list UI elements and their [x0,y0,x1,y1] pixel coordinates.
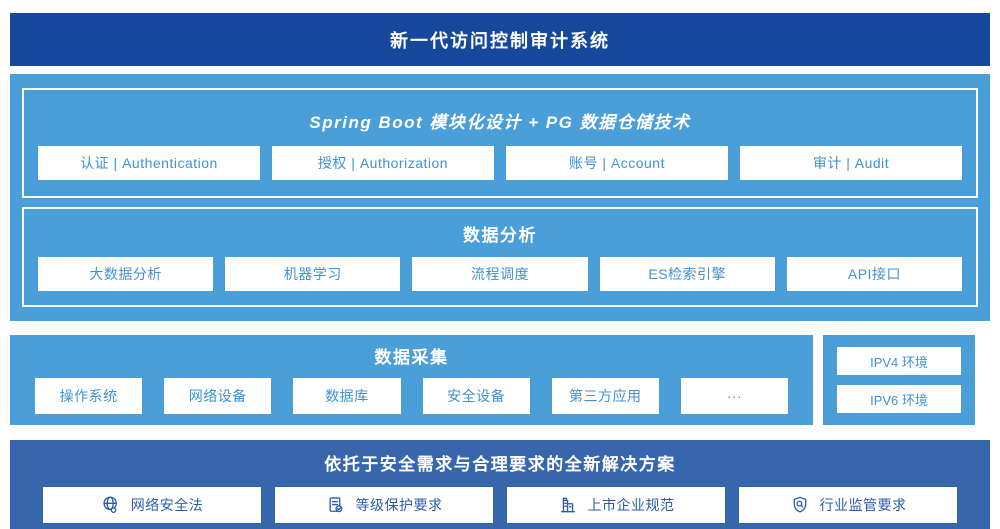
module-box-account: 账号 | Account [506,146,728,180]
solution-box-row: 网络安全法 等级保护要求 [43,487,957,523]
building-icon [558,495,578,515]
analysis-box-ml: 机器学习 [225,257,401,291]
modules-panel: Spring Boot 模块化设计 + PG 数据仓储技术 认证 | Authe… [22,88,978,198]
collection-box-more: ··· [680,378,789,414]
collection-box-security-device: 安全设备 [422,378,530,414]
environment-panel: IPV4 环境 IPV6 环境 [823,335,975,425]
collection-box-os: 操作系统 [35,378,143,414]
shield-search-icon [790,495,810,515]
collection-panel-title: 数据采集 [374,348,449,367]
analysis-panel-title: 数据分析 [463,226,537,245]
solution-box-protection-grade: 等级保护要求 [275,487,493,523]
collection-panel: 数据采集 操作系统 网络设备 数据库 安全设备 第三方应用 ··· [10,335,813,425]
env-box-ipv6: IPV6 环境 [837,385,961,413]
analysis-box-api: API接口 [786,257,963,291]
document-check-icon [326,495,346,515]
collection-box-database: 数据库 [293,378,401,414]
solution-panel: 依托于安全需求与合理要求的全新解决方案 网络安全法 [10,440,990,529]
solution-box-listed-company: 上市企业规范 [507,487,725,523]
collection-box-thirdparty: 第三方应用 [551,378,659,414]
analysis-box-es: ES检索引擎 [599,257,775,291]
title-banner: 新一代访问控制审计系统 [10,13,990,66]
module-box-authentication: 认证 | Authentication [38,146,260,180]
platform-wrapper: Spring Boot 模块化设计 + PG 数据仓储技术 认证 | Authe… [10,74,990,321]
solution-box-industry-regulation: 行业监管要求 [739,487,957,523]
modules-panel-title: Spring Boot 模块化设计 + PG 数据仓储技术 [309,113,691,132]
analysis-box-workflow: 流程调度 [412,257,588,291]
env-box-ipv4: IPV4 环境 [837,347,961,375]
modules-box-row: 认证 | Authentication 授权 | Authorization 账… [38,146,962,180]
solution-box-label: 网络安全法 [130,497,204,513]
analysis-box-bigdata: 大数据分析 [38,257,214,291]
collection-row: 数据采集 操作系统 网络设备 数据库 安全设备 第三方应用 ··· IPV4 环… [10,335,990,425]
module-box-authorization: 授权 | Authorization [272,146,494,180]
collection-box-row: 操作系统 网络设备 数据库 安全设备 第三方应用 ··· [35,378,789,414]
module-box-audit: 审计 | Audit [740,146,962,180]
solution-box-cybersecurity-law: 网络安全法 [43,487,261,523]
solution-box-label: 等级保护要求 [355,497,443,513]
solution-box-label: 行业监管要求 [819,497,907,513]
collection-box-network-device: 网络设备 [164,378,272,414]
analysis-panel: 数据分析 大数据分析 机器学习 流程调度 ES检索引擎 API接口 [22,207,978,307]
analysis-box-row: 大数据分析 机器学习 流程调度 ES检索引擎 API接口 [38,257,963,291]
globe-network-icon [101,495,121,515]
solution-box-label: 上市企业规范 [587,497,675,513]
page-title: 新一代访问控制审计系统 [390,30,610,51]
solution-panel-title: 依托于安全需求与合理要求的全新解决方案 [324,455,676,474]
